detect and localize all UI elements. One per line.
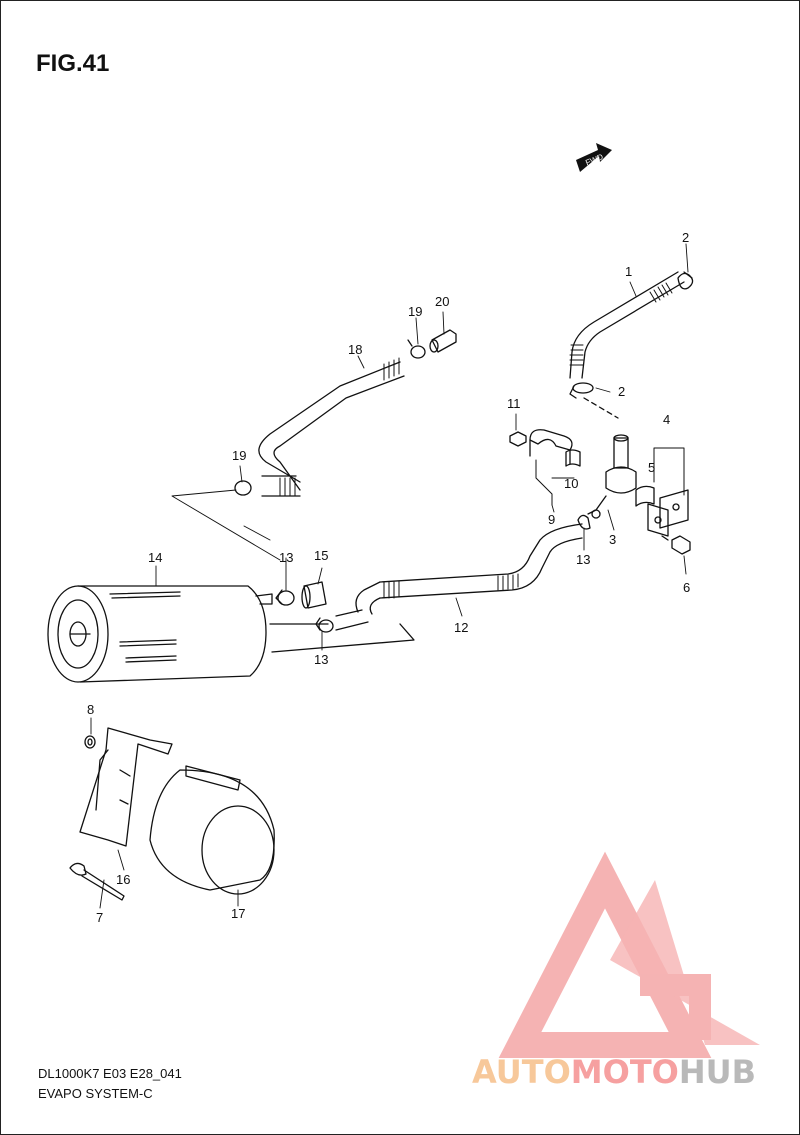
part-4-bracket bbox=[647, 489, 689, 537]
callout-17: 17 bbox=[231, 906, 245, 921]
part-12-hose bbox=[355, 523, 583, 615]
part-8-washer bbox=[84, 735, 96, 749]
part-19-clamp-upper bbox=[407, 339, 426, 359]
part-19-clamp-lower bbox=[234, 480, 252, 496]
watermark-part-moto: MOTO bbox=[570, 1053, 679, 1091]
part-6-bolt bbox=[661, 535, 691, 555]
part-18-hose bbox=[258, 357, 405, 497]
callout-19-upper: 19 bbox=[408, 304, 422, 319]
callout-9: 9 bbox=[548, 512, 555, 527]
part-2-clamp-upper bbox=[677, 271, 694, 290]
watermark-logo bbox=[498, 851, 760, 1058]
callout-12: 12 bbox=[454, 620, 468, 635]
callout-2-upper: 2 bbox=[682, 230, 689, 245]
callout-13-upper-left: 13 bbox=[279, 550, 293, 565]
part-5-band bbox=[635, 485, 655, 507]
callout-20: 20 bbox=[435, 294, 449, 309]
callout-19-lower: 19 bbox=[232, 448, 246, 463]
fwd-arrow-icon: FWD bbox=[576, 143, 612, 172]
callout-13-lower-left: 13 bbox=[314, 652, 328, 667]
part-15-joint bbox=[301, 581, 327, 609]
callout-18: 18 bbox=[348, 342, 362, 357]
part-17-cover bbox=[149, 765, 275, 895]
callout-11: 11 bbox=[507, 396, 521, 411]
part-13-clamp-right bbox=[577, 514, 591, 530]
part-14-canister bbox=[47, 585, 415, 683]
figure-title: FIG.41 bbox=[36, 50, 110, 77]
callout-3: 3 bbox=[609, 532, 616, 547]
system-name: EVAPO SYSTEM-C bbox=[38, 1086, 153, 1101]
part-13-clamp-lower-left bbox=[315, 617, 334, 633]
callout-2-lower: 2 bbox=[618, 384, 625, 399]
callout-10: 10 bbox=[564, 476, 578, 491]
fwd-label: FWD bbox=[584, 152, 604, 167]
callout-4: 4 bbox=[663, 412, 670, 427]
callout-1: 1 bbox=[625, 264, 632, 279]
part-16-bracket bbox=[79, 727, 173, 847]
watermark-part-hub: HUB bbox=[678, 1053, 757, 1091]
callout-6: 6 bbox=[683, 580, 690, 595]
part-1-hose bbox=[569, 271, 685, 379]
callout-13-right: 13 bbox=[576, 552, 590, 567]
callout-7: 7 bbox=[96, 910, 103, 925]
callout-16: 16 bbox=[116, 872, 130, 887]
part-3-valve bbox=[587, 434, 637, 519]
callout-8: 8 bbox=[87, 702, 94, 717]
part-11-screw bbox=[509, 431, 527, 447]
callout-15: 15 bbox=[314, 548, 328, 563]
part-2-clamp-lower bbox=[569, 382, 594, 399]
callout-5: 5 bbox=[648, 460, 655, 475]
leader-lines bbox=[90, 243, 689, 909]
part-13-clamp-upper-left bbox=[275, 589, 295, 606]
part-20-fitting bbox=[429, 329, 457, 353]
callout-14: 14 bbox=[148, 550, 162, 565]
model-code: DL1000K7 E03 E28_041 bbox=[38, 1066, 182, 1081]
watermark-text: AUTOMOTOHUB bbox=[472, 1053, 756, 1091]
watermark-part-auto: AUTO bbox=[472, 1053, 571, 1091]
part-10-clip bbox=[529, 429, 581, 467]
